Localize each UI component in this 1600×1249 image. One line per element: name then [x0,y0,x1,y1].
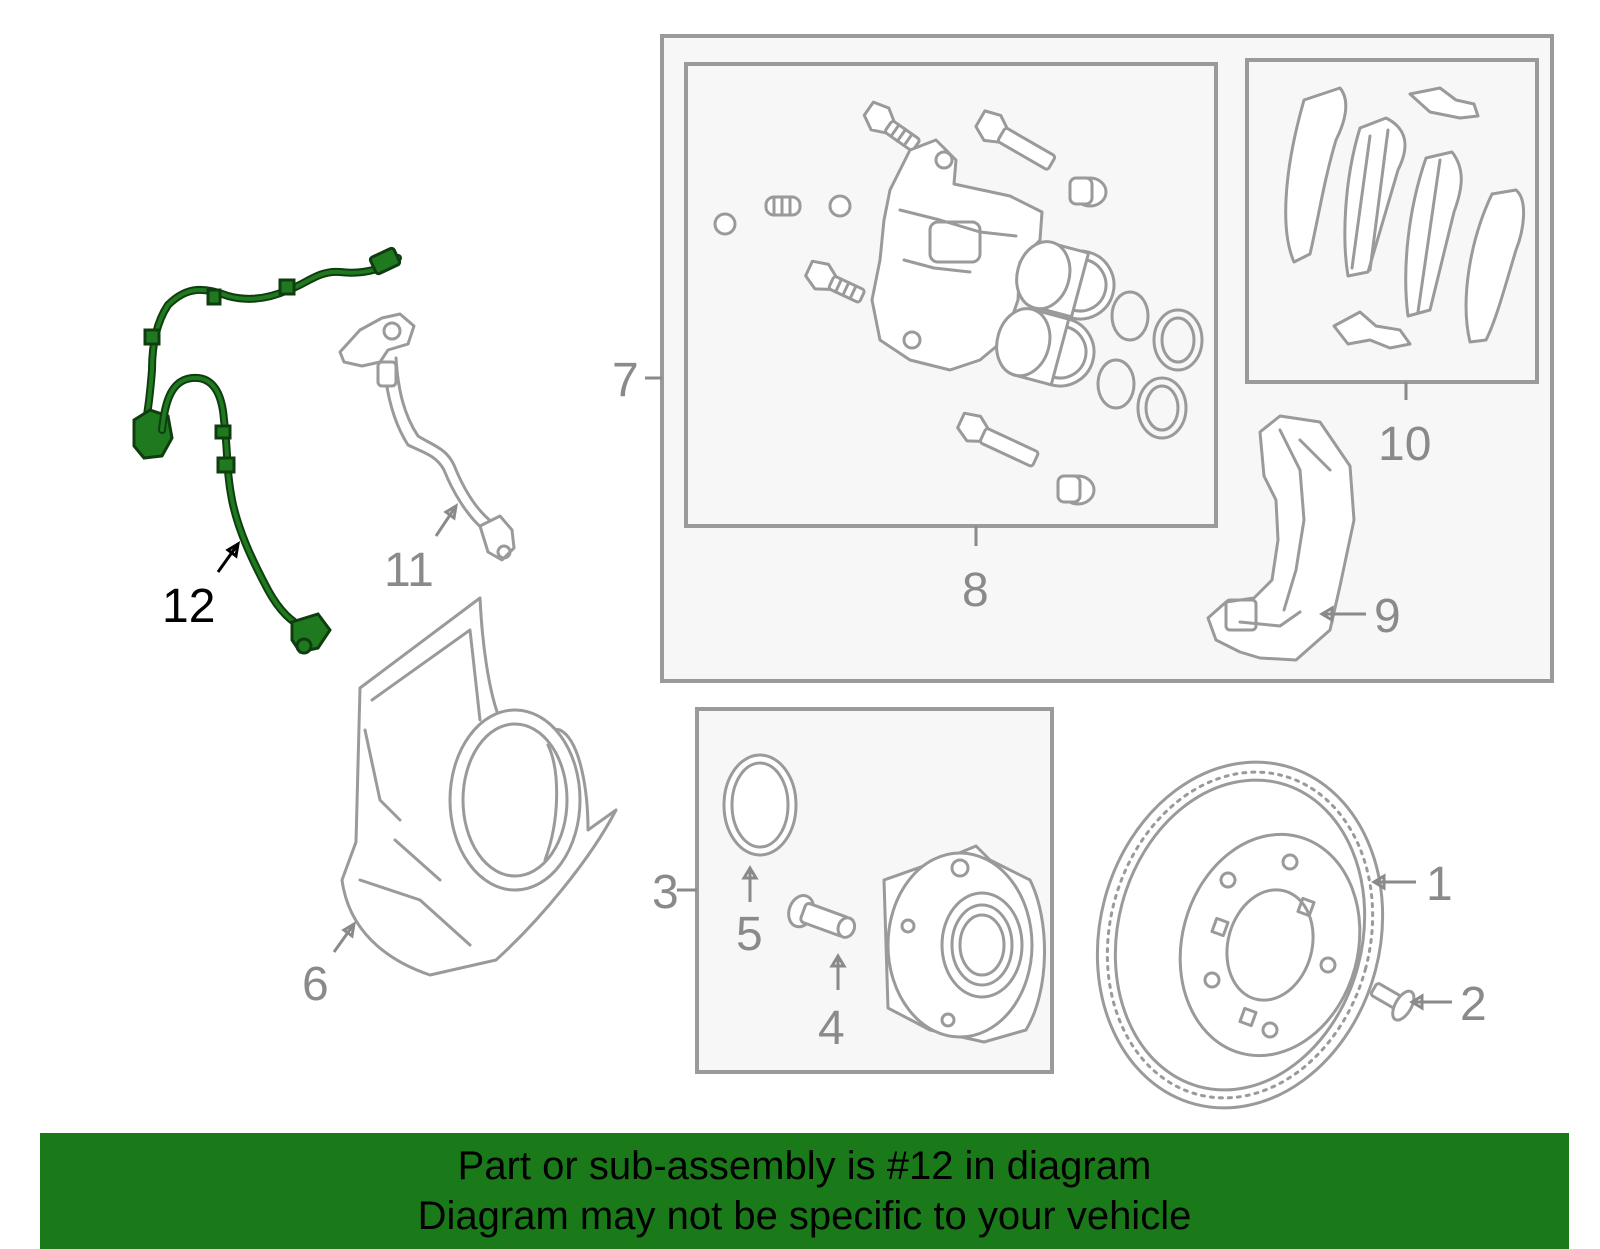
callout-1: 1 [1426,858,1453,911]
wheel-speed-sensor-part[interactable] [132,246,402,655]
caliper-bracket-part [1206,414,1356,662]
callout-11: 11 [384,544,434,597]
callout-8: 8 [962,564,989,617]
caliper-part [713,100,1204,506]
brake-hose-part [338,312,516,562]
info-banner: Part or sub-assembly is #12 in diagram D… [40,1133,1569,1249]
parts-diagram: 1 2 3 4 5 6 7 8 9 10 11 12 [132,34,1554,1110]
dust-shield-part [340,596,618,977]
callout-3: 3 [652,866,679,919]
snap-ring-part [722,753,798,857]
banner-line-2: Diagram may not be specific to your vehi… [417,1194,1192,1238]
callout-9: 9 [1374,590,1401,643]
callout-4: 4 [818,1002,845,1055]
callout-12: 12 [162,580,215,633]
callout-10: 10 [1378,418,1431,471]
hub-bearing-part [882,844,1047,1044]
brake-rotor-part [1095,760,1385,1110]
callout-7: 7 [612,354,639,407]
leader-lines [216,376,1452,1011]
wheel-stud-part [787,894,857,939]
banner-line-1: Part or sub-assembly is #12 in diagram [457,1144,1152,1188]
brake-pads-part [1284,86,1526,350]
callout-2: 2 [1460,978,1487,1031]
callout-6: 6 [302,958,329,1011]
rotor-screw-part [1369,982,1416,1022]
callout-5: 5 [736,908,763,961]
